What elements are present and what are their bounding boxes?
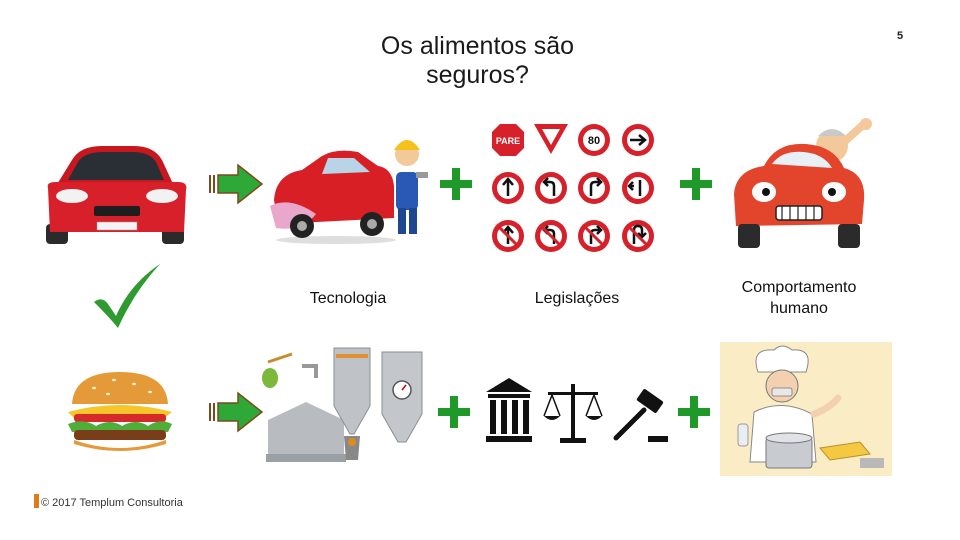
page-number: 5 bbox=[896, 30, 904, 42]
legislation-label: Legislações bbox=[534, 290, 620, 307]
traffic-signs-image: PARE 80 bbox=[488, 120, 666, 262]
plus-icon bbox=[676, 394, 712, 430]
footer-copyright: © 2017 Templum Consultoria bbox=[41, 497, 183, 509]
human-behavior-label: Comportamento humano bbox=[741, 279, 857, 317]
plus-icon bbox=[678, 166, 714, 202]
plus-icon bbox=[438, 166, 474, 202]
plus-icon bbox=[436, 394, 472, 430]
slide-title: Os alimentos são seguros? bbox=[380, 32, 575, 89]
chef-cooking-image bbox=[720, 342, 892, 476]
courthouse-icon bbox=[484, 376, 534, 446]
brand-mark-icon bbox=[34, 494, 39, 512]
food-processing-equipment-image bbox=[262, 344, 428, 468]
gavel-icon bbox=[612, 388, 670, 446]
burger-image bbox=[64, 368, 176, 454]
speed-limit-text: 80 bbox=[588, 135, 600, 147]
arrow-right-icon bbox=[208, 390, 264, 434]
stop-sign-text: PARE bbox=[496, 136, 520, 146]
scales-of-justice-icon bbox=[542, 380, 604, 446]
footer: © 2017 Templum Consultoria bbox=[34, 494, 183, 512]
angry-driver-car-image bbox=[724, 116, 874, 256]
technology-label: Tecnologia bbox=[309, 290, 387, 307]
arrow-right-icon bbox=[208, 162, 264, 206]
red-car-front-image bbox=[42, 140, 192, 248]
mechanic-car-image bbox=[266, 128, 434, 246]
check-mark-icon bbox=[90, 262, 164, 330]
